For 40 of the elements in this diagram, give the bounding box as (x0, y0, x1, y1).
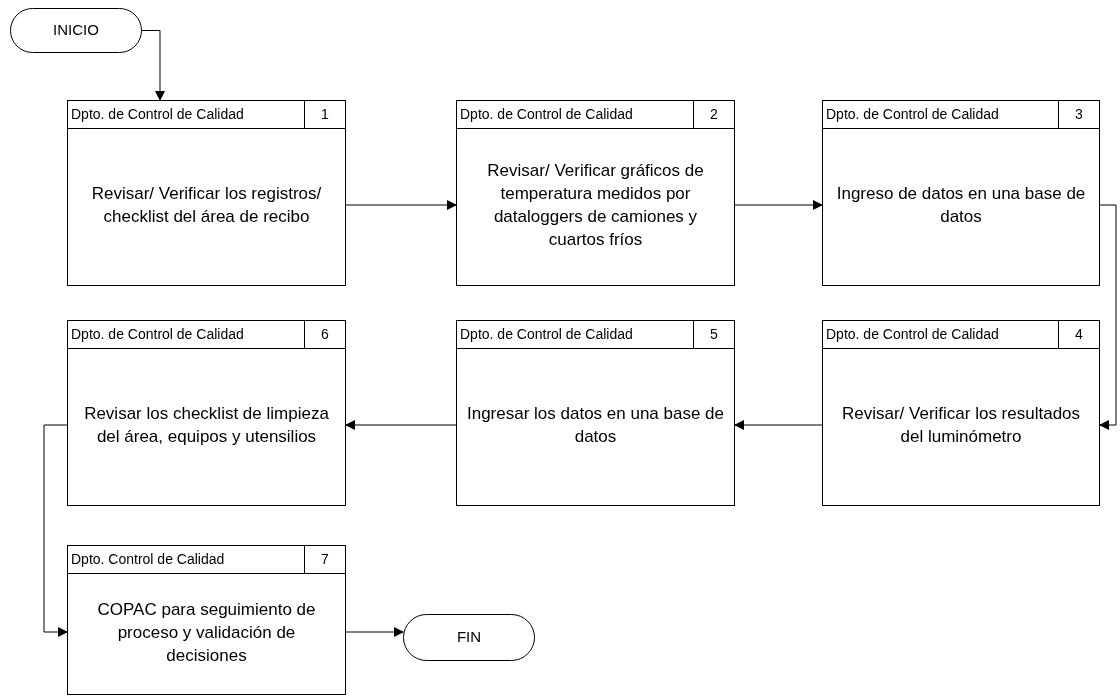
step-number: 4 (1075, 325, 1083, 344)
process-box (456, 320, 735, 506)
arrow (345, 420, 457, 430)
step-description: COPAC para seguimiento de proceso y validación de decisiones (96, 598, 317, 667)
process-box (67, 100, 346, 286)
step-description: Revisar/ Verificar los resultados del luminómetro (840, 403, 1082, 448)
process-box (822, 320, 1100, 506)
department-label: Dpto. de Control de Calidad (460, 105, 633, 124)
step-number: 1 (321, 105, 329, 124)
department-label: Dpto. de Control de Calidad (71, 105, 244, 124)
process-box (67, 320, 346, 506)
step-number: 5 (710, 325, 718, 344)
arrow (345, 627, 404, 637)
process-box (822, 100, 1100, 286)
department-label: Dpto. de Control de Calidad (826, 105, 999, 124)
step-number: 2 (710, 105, 718, 124)
terminal-pill (403, 614, 535, 661)
step-number: 3 (1075, 105, 1083, 124)
department-label: Dpto. de Control de Calidad (460, 325, 633, 344)
step-description: Revisar/ Verificar los registros/ checklist del área de recibo (90, 183, 323, 228)
department-label: Dpto. de Control de Calidad (826, 325, 999, 344)
process-box (456, 100, 735, 286)
terminal-label: INICIO (53, 20, 99, 41)
step-number: 7 (321, 550, 329, 569)
arrow (1099, 204, 1117, 430)
arrow (734, 420, 823, 430)
terminal-pill (10, 8, 142, 53)
process-box (67, 545, 346, 695)
step-description: Revisar/ Verificar gráficos de temperatura medidos por dataloggers de camiones y cuartos fríos (486, 160, 705, 251)
step-description: Revisar los checklist de limpieza del área, equipos y utensilios (83, 403, 330, 448)
step-description: Ingreso de datos en una base de datos (835, 183, 1087, 228)
department-label: Dpto. de Control de Calidad (71, 325, 244, 344)
arrow (141, 30, 165, 101)
arrow (43, 424, 68, 637)
step-description: Ingresar los datos en una base de datos (465, 403, 726, 448)
arrow (345, 200, 457, 210)
step-number: 6 (321, 325, 329, 344)
arrow (734, 200, 823, 210)
terminal-label: FIN (456, 627, 482, 648)
department-label: Dpto. Control de Calidad (71, 550, 225, 569)
